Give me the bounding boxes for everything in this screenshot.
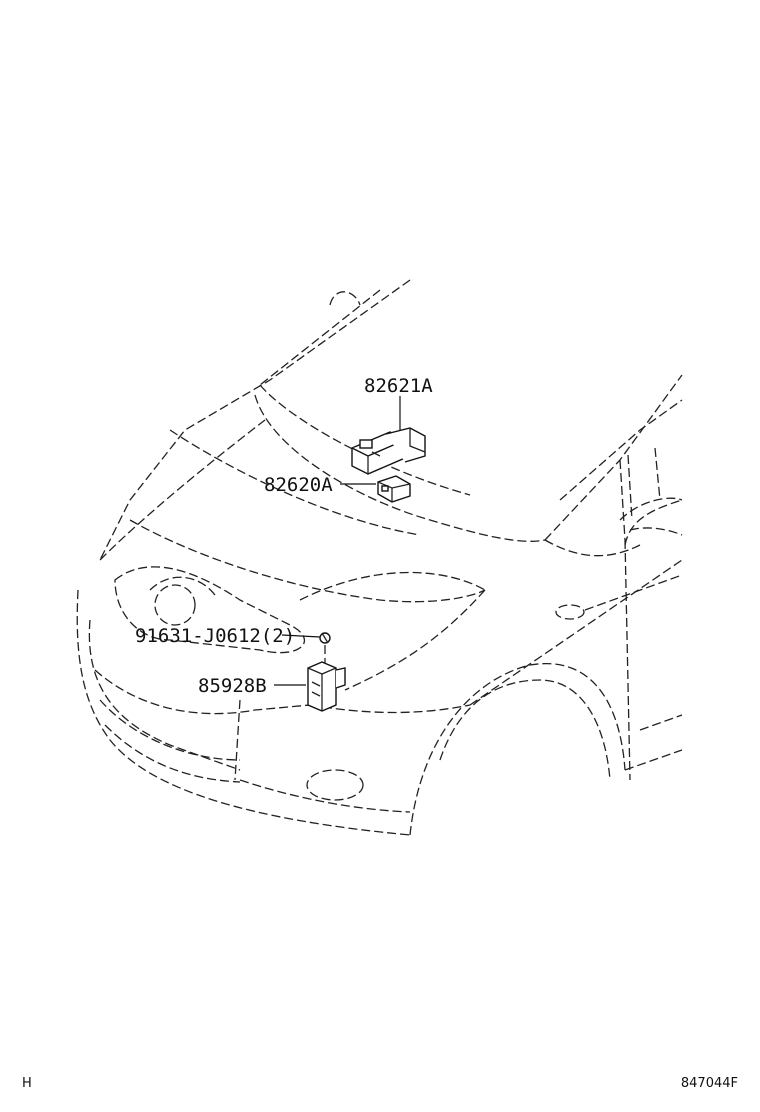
label-bolt-91631: 91631-J0612(2) — [135, 625, 295, 647]
part-bolt-illustration — [319, 632, 331, 665]
label-85928b: 85928B — [198, 675, 267, 697]
part-82620a-illustration — [377, 475, 411, 503]
label-82621a: 82621A — [364, 375, 433, 397]
leader-lines — [274, 396, 401, 686]
part-85928b-illustration — [307, 661, 346, 712]
label-82620a: 82620A — [264, 474, 333, 496]
part-82621a-illustration — [351, 427, 426, 475]
footer-diagram-code: 847044F — [680, 1076, 738, 1091]
footer-left-code: H — [22, 1076, 32, 1091]
car-outline — [76, 279, 683, 836]
